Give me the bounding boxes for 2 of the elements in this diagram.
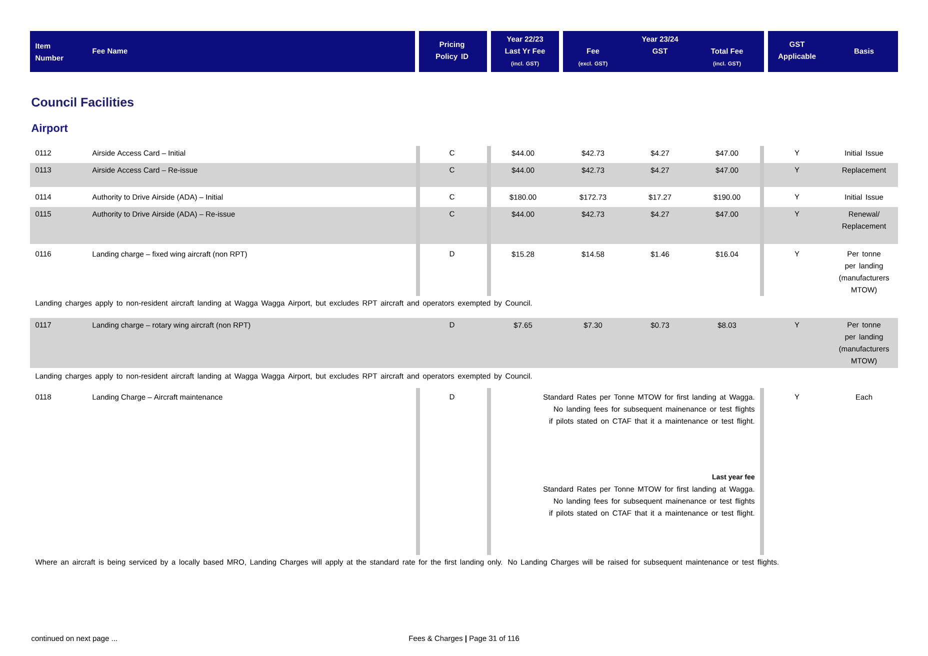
subsection-heading: Airport: [31, 124, 68, 134]
section-heading: Council Facilities: [32, 97, 134, 107]
